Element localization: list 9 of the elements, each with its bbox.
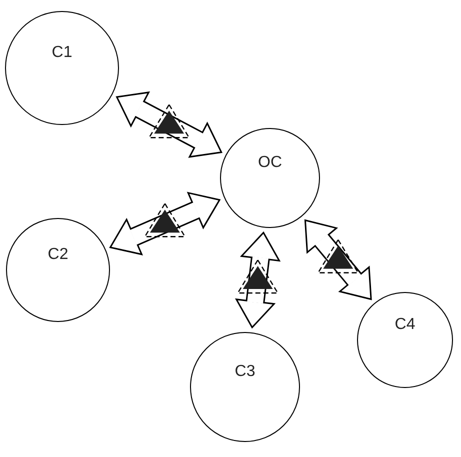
node-label: C1 [52, 44, 72, 62]
double-block-arrow [304, 220, 372, 300]
node-label: OC [258, 154, 282, 172]
double-block-arrow [110, 192, 220, 256]
node-label: C4 [394, 316, 416, 334]
double-block-arrow [236, 232, 280, 328]
node-label: C3 [234, 363, 256, 381]
node-label: C2 [48, 246, 68, 264]
double-block-arrow [116, 92, 222, 158]
